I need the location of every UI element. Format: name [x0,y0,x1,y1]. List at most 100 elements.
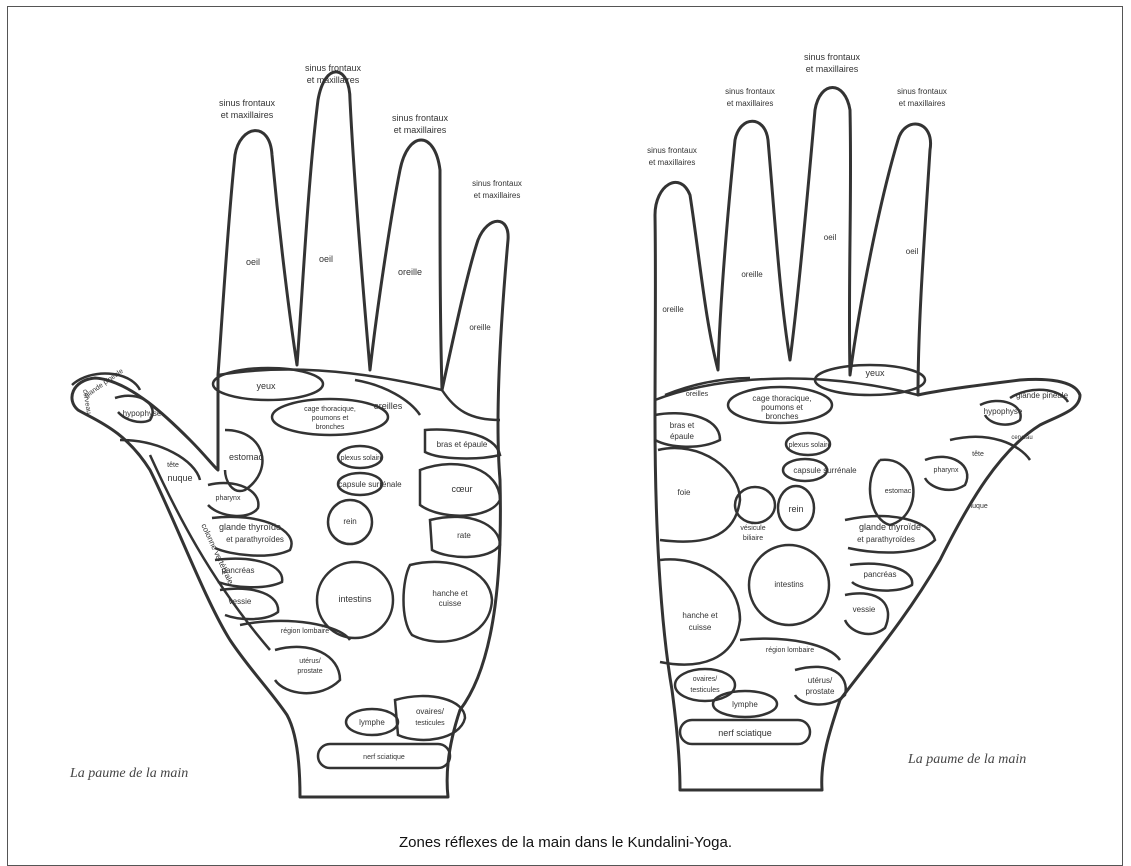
left-label: estomac [229,452,264,462]
left-label: cœur [452,484,473,494]
right-label: sinus frontaux [647,146,697,155]
right-label: capsule surrénale [793,466,857,475]
left-label: sinus frontaux [392,113,449,123]
right-label: lymphe [732,700,758,709]
left-label: capsule surrénale [338,480,402,489]
left-label: cuisse [439,599,462,608]
right-label: et maxillaires [806,64,859,74]
left-label: intestins [338,594,372,604]
right-label: rein [788,504,803,514]
left-label: et maxillaires [307,75,360,85]
right-label: ovaires/ [693,676,718,683]
right-label: bras et [670,421,695,430]
left-label: rate [457,531,471,540]
left-label: utérus/ [299,658,320,665]
right-zone-ovaires [675,669,735,701]
left-label: hypophyse [123,409,162,418]
right-label: hanche et [682,611,718,620]
left-hand-labels: sinus frontaux et maxillaires sinus fron… [81,63,522,761]
left-label: prostate [297,668,322,675]
right-label: vésicule [740,525,765,532]
right-label: nuque [968,503,988,510]
left-label: sinus frontaux [219,98,276,108]
right-label: plexus solaire [789,442,832,449]
right-label: pharynx [934,467,959,474]
right-hand-caption: La paume de la main [908,752,1026,768]
left-label: yeux [256,381,276,391]
left-label: bronches [316,424,345,431]
right-label: hypophyse [984,407,1023,416]
left-label: ovaires/ [416,707,445,716]
left-label: nerf sciatique [363,754,405,761]
right-label: utérus/ [808,676,833,685]
right-label: sinus frontaux [725,87,775,96]
left-label: et maxillaires [221,110,274,120]
right-label: bronches [766,412,799,421]
left-label: testicules [415,720,445,727]
left-label: oeil [319,254,333,264]
right-label: glande thyroïde [859,522,921,532]
right-label: estomac [885,488,912,495]
right-zone-uterus [795,667,846,705]
left-label: pancréas [222,566,255,575]
right-label: et parathyroïdes [857,535,915,544]
left-label: région lombaire [281,628,329,635]
right-label: yeux [865,368,885,378]
right-label: sinus frontaux [897,87,947,96]
left-label: oreilles [374,401,403,411]
left-zone-ovaires [395,696,465,740]
left-label: vessie [229,597,252,606]
left-label: et maxillaires [474,191,521,200]
left-hand [72,72,508,797]
left-label: glande thyroïde [219,522,281,532]
right-label: oeil [824,233,837,242]
right-zone-vesicule [735,487,775,523]
left-hand-caption: La paume de la main [70,766,188,782]
left-label: bras et épaule [437,440,488,449]
left-label: sinus frontaux [305,63,362,73]
right-label: oeil [906,247,919,256]
left-label: oreille [398,267,422,277]
figure-caption: Zones réflexes de la main dans le Kundal… [0,834,1131,851]
left-finger-base-line [218,370,500,420]
right-label: et maxillaires [727,99,774,108]
right-label: biliaire [743,535,763,542]
right-label: glande pinéale [1016,391,1069,400]
right-label: épaule [670,432,695,441]
right-label: région lombaire [766,647,814,654]
right-zone-bras [655,413,720,447]
left-label: lymphe [359,718,385,727]
right-label: cage thoracique, [752,394,811,403]
right-label: vessie [853,605,876,614]
left-label: poumons et [312,415,349,422]
right-label: oreille [741,270,763,279]
left-label: et maxillaires [394,125,447,135]
right-label: poumons et [761,403,804,412]
right-label: oreille [662,305,684,314]
right-label: sinus frontaux [804,52,861,62]
right-label: prostate [806,687,835,696]
right-label: tête [972,451,984,458]
right-label: testicules [690,687,720,694]
left-label: tête [167,462,179,469]
right-label: et maxillaires [899,99,946,108]
right-label: foie [678,488,691,497]
left-label: oeil [246,257,260,267]
left-label: rein [343,517,356,526]
left-label: oreille [469,323,491,332]
left-label: et parathyroïdes [226,535,284,544]
left-label: nuque [167,473,192,483]
right-zone-foie [658,448,740,542]
left-label: plexus solaire [341,455,384,462]
right-label: et maxillaires [649,158,696,167]
right-label: cuisse [689,623,712,632]
right-label: intestins [774,580,803,589]
left-label: pharynx [216,495,241,502]
left-hand-outline [72,72,508,797]
left-label: sinus frontaux [472,179,522,188]
right-label: nerf sciatique [718,728,772,738]
left-label: cage thoracique, [304,406,356,413]
right-label: cerveau [1011,435,1032,441]
left-label: hanche et [432,589,468,598]
